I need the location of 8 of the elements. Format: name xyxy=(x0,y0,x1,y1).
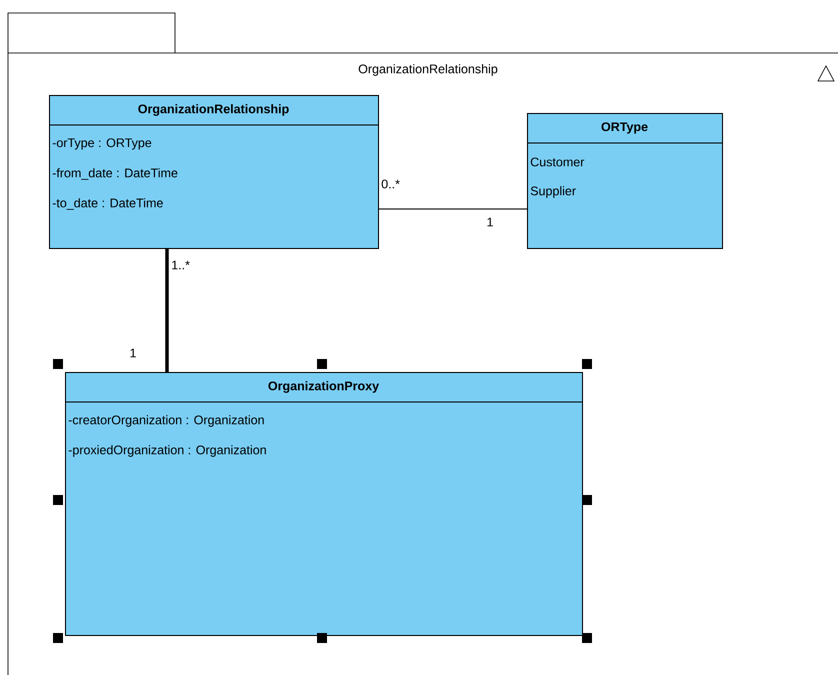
multiplicity-label: 1 xyxy=(130,348,136,358)
association-line xyxy=(378,208,528,210)
multiplicity-label: 1 xyxy=(487,218,493,226)
class-box: ORType Customer Supplier xyxy=(526,113,723,249)
association-line xyxy=(165,249,169,372)
class-box: OrganizationRelationship -orType : ORType -from_date : DateTime -to_date : DateTime xyxy=(48,95,379,249)
multiplicity-label: 1..* xyxy=(172,260,190,270)
class-box: OrganizationProxy -creatorOrganization : Organization -proxiedOrganization : Organization xyxy=(64,372,583,636)
